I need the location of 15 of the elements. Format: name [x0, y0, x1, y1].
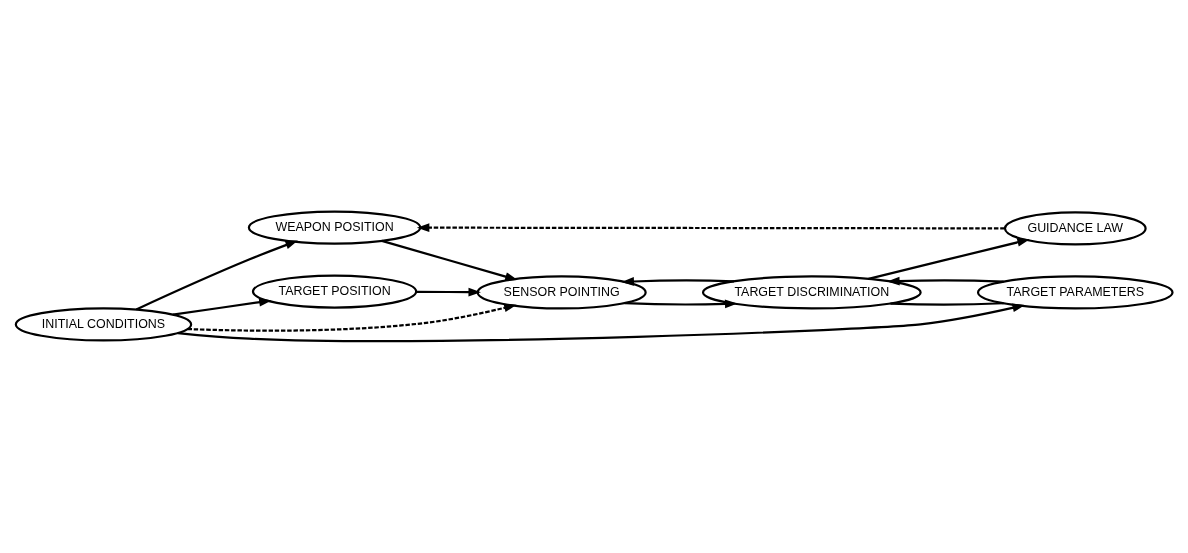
- arrow: [177, 303, 1025, 343]
- arrow: [416, 223, 1005, 233]
- arrow: [381, 239, 518, 281]
- node-ellipse: TARGET PARAMETERS: [976, 275, 1174, 310]
- arrow: [416, 287, 481, 297]
- arrow: [135, 240, 298, 311]
- arrow: [887, 276, 1004, 286]
- arrow: [187, 303, 517, 332]
- arrow: [624, 299, 738, 309]
- arrow: [868, 238, 1030, 280]
- node-ellipse: WEAPON POSITION: [247, 210, 422, 245]
- node-ellipse: INITIAL CONDITIONS: [14, 307, 193, 342]
- arrow: [621, 277, 735, 286]
- arrow: [172, 297, 272, 316]
- connector: [890, 302, 1004, 306]
